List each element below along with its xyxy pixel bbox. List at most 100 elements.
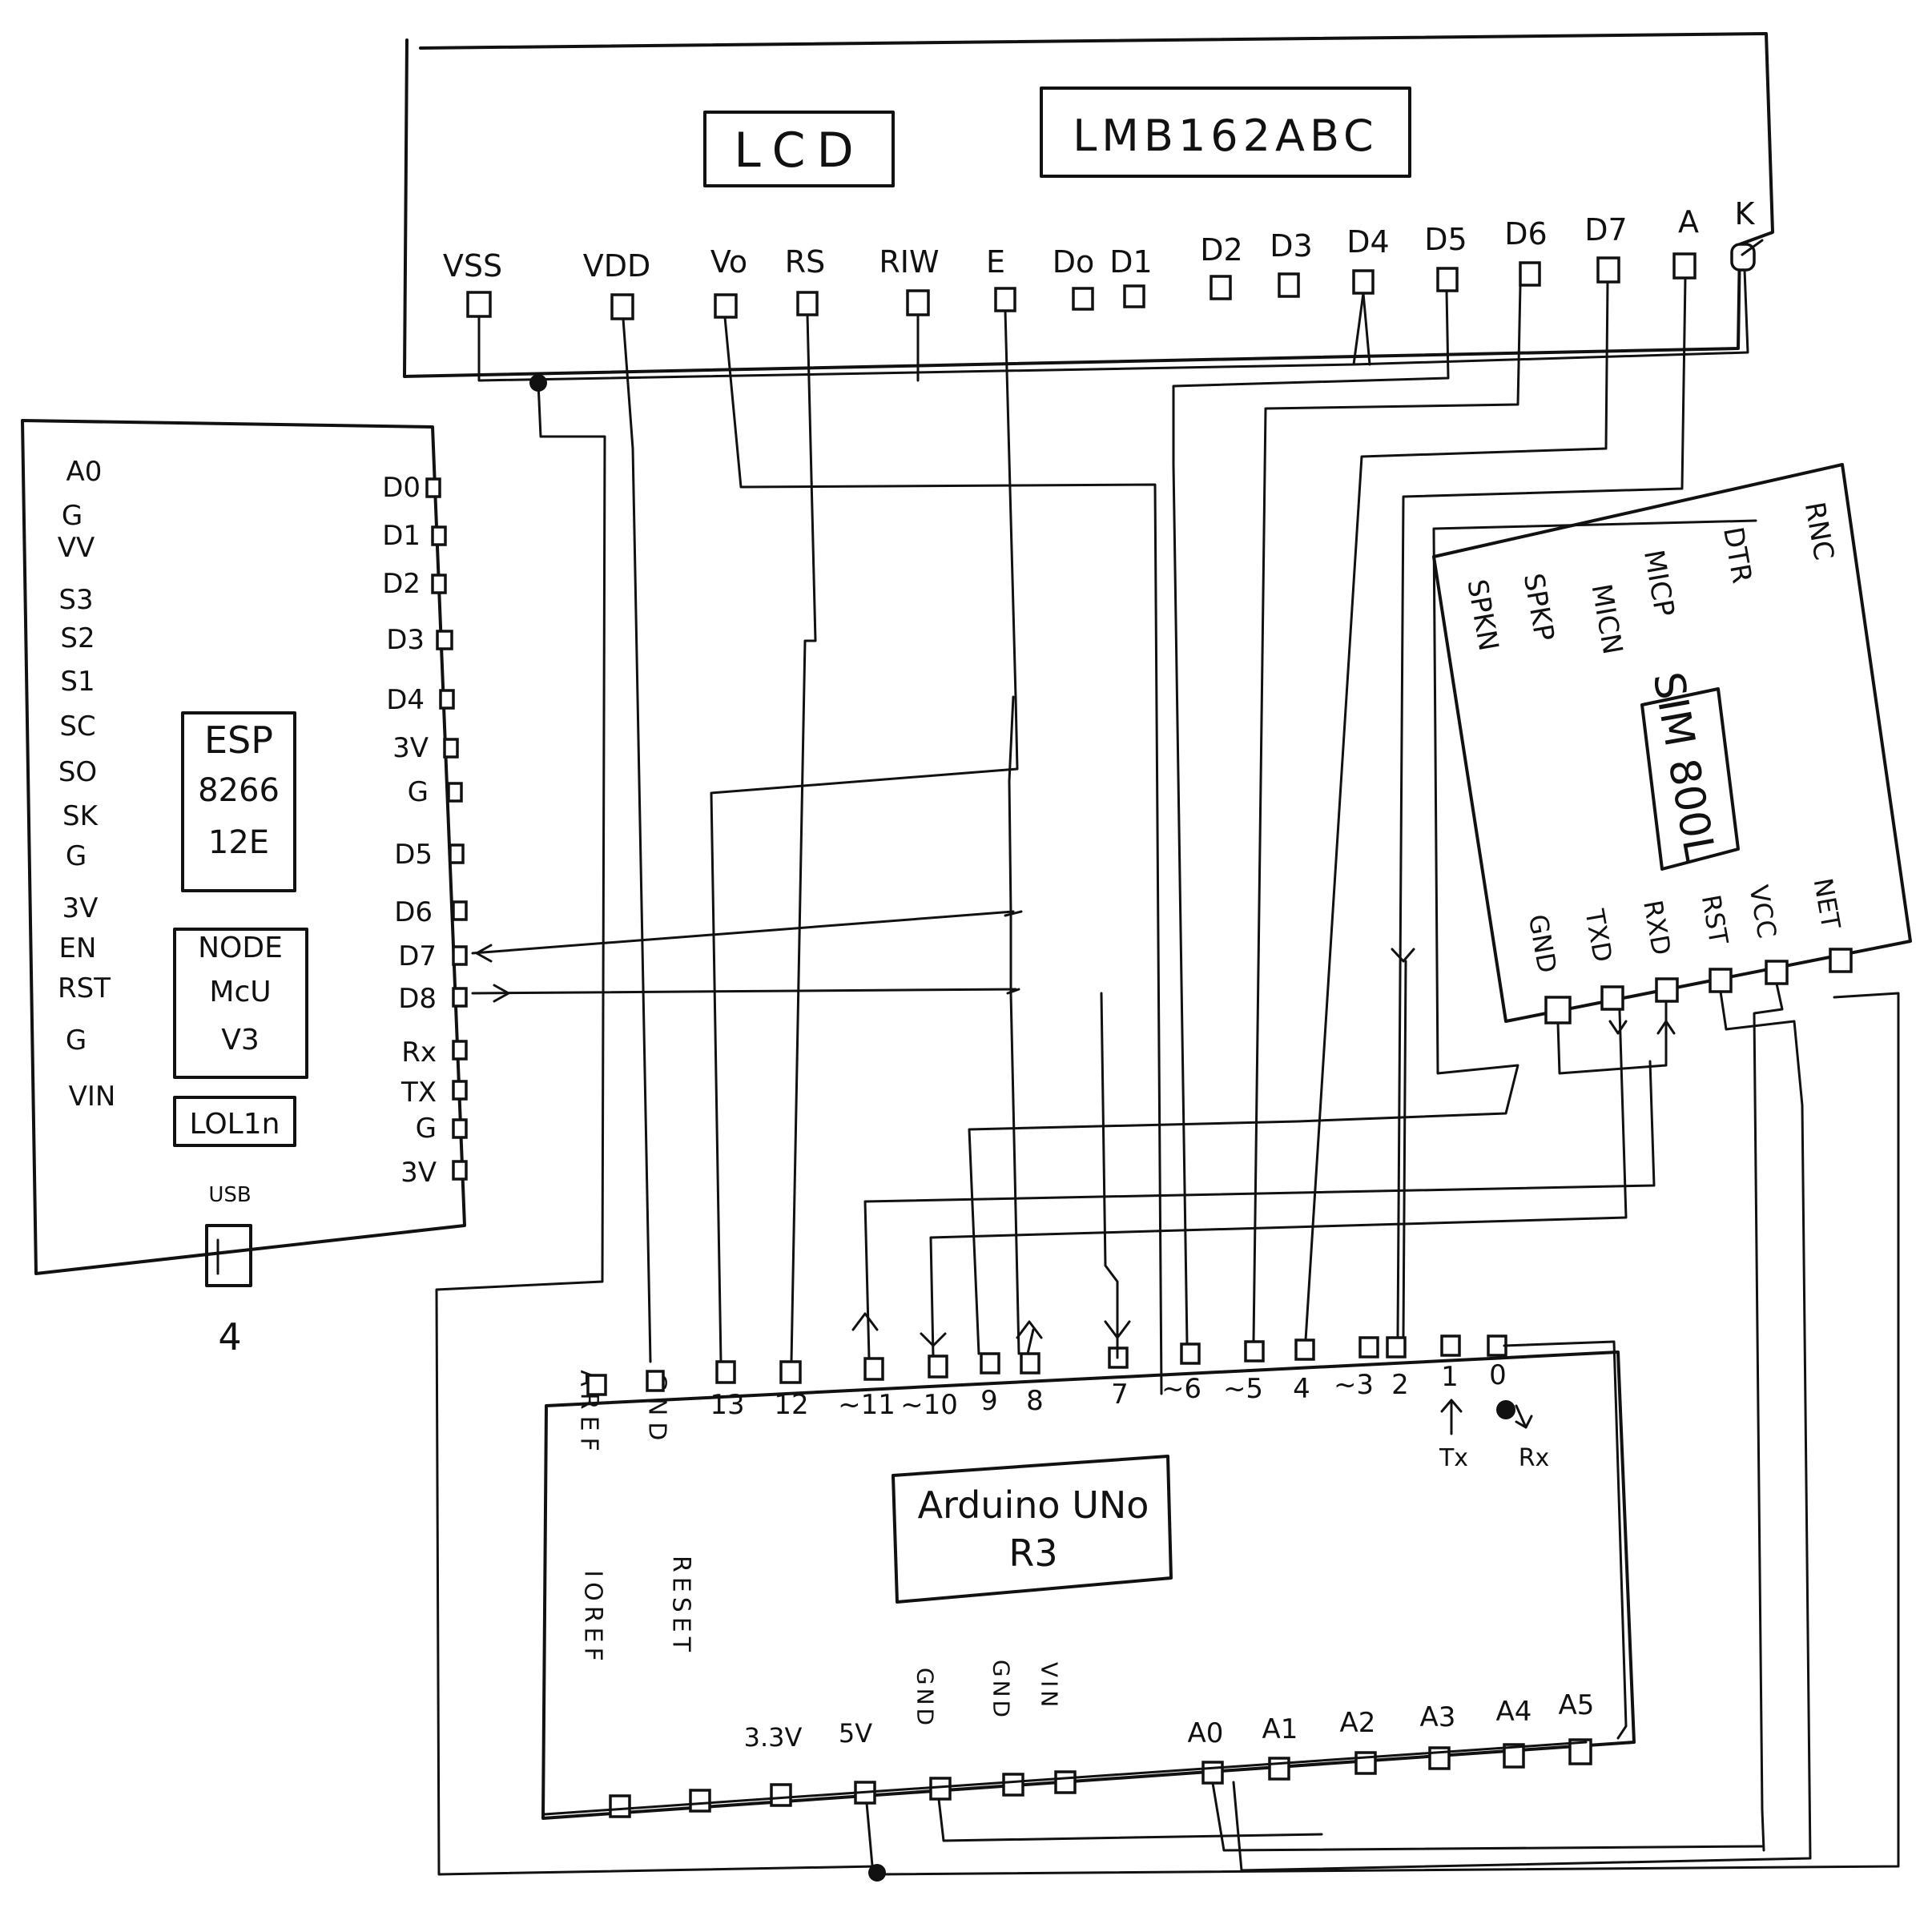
esp-left-pin-g2: G xyxy=(66,840,87,872)
wire-vdd-to-gnd xyxy=(622,317,652,1363)
esp-title-line1: ESP xyxy=(204,718,273,762)
wire-9-to-sim xyxy=(968,519,1757,1355)
esp-left-pin-s2: S2 xyxy=(60,622,95,654)
lcd-pin-label-k: K xyxy=(1735,196,1756,231)
esp-right-pin-d2: D2 xyxy=(382,568,421,600)
lcd-pad-d7 xyxy=(1596,256,1620,284)
esp-right-pin-d6: D6 xyxy=(394,896,433,928)
wire-trunk-to-8 xyxy=(1009,912,1020,1355)
nodemcu-box xyxy=(173,928,308,1079)
sim-body-outline xyxy=(1432,463,1912,1023)
arduino-pad-6 xyxy=(1180,1342,1201,1365)
esp-left-pin-g1: G xyxy=(62,500,83,532)
lcd-pin-label-rs: RS xyxy=(785,244,826,280)
esp-right-pin-d3: D3 xyxy=(386,624,425,656)
sim800l-module: SIM 800L RNC DTR MICP MICN SPKP SPKN NET… xyxy=(1432,463,1912,1024)
arduino-pin-label-a2: A2 xyxy=(1340,1707,1376,1739)
lcd-title: LCD xyxy=(734,123,865,179)
trunk-mark-2 xyxy=(1006,988,1020,995)
esp-pad-d5 xyxy=(449,843,465,864)
arduino-rx-label: Rx xyxy=(1519,1444,1550,1472)
lcd-pad-d1 xyxy=(1123,284,1145,308)
lcd-title-box xyxy=(703,111,895,187)
arduino-pin-label-a5: A5 xyxy=(1559,1689,1595,1721)
lcd-pad-d2 xyxy=(1210,275,1232,300)
sim-top-pin-micn: MICN xyxy=(1584,582,1628,657)
sim-bottom-pin-net: NET xyxy=(1808,875,1847,932)
wire-esp-d7 xyxy=(471,910,1015,955)
arduino-pin-label-vin: VIN xyxy=(1036,1662,1063,1710)
esp-chip-box xyxy=(181,711,296,892)
esp-pad-d8 xyxy=(452,987,468,1008)
sim-txd-arrow-icon xyxy=(1608,1020,1628,1035)
arduino-pin-label-6: ~6 xyxy=(1161,1373,1201,1405)
esp-pad-d6 xyxy=(452,900,468,921)
lcd-pad-d3 xyxy=(1278,272,1300,298)
esp-left-pin-vin: VIN xyxy=(69,1081,116,1113)
arduino-pin-label-a4: A4 xyxy=(1496,1696,1532,1728)
arduino-pad-4 xyxy=(1294,1338,1315,1361)
lcd-pad-d4 xyxy=(1352,269,1375,295)
lcd-pin-label-vss: VSS xyxy=(443,248,502,284)
usb-symbol: 4 xyxy=(218,1315,241,1358)
lcd-pad-d5 xyxy=(1436,267,1459,292)
sim-pad-net xyxy=(1829,948,1853,973)
nodemcu-line1: NODE xyxy=(198,932,283,964)
esp-left-pin-so: SO xyxy=(58,756,97,788)
wire-d7-to-4 xyxy=(1304,280,1609,1342)
esp-pad-tx xyxy=(452,1080,468,1101)
wire-esp-d8 xyxy=(471,988,1017,995)
esp-right-pin-pads xyxy=(425,477,468,1181)
arduino-uno-module: Arduino UNo R3 13 12 ~11 ~10 9 8 7 ~6 ~5… xyxy=(541,1334,1636,1820)
sim-top-pin-dtr: DTR xyxy=(1717,525,1758,586)
rx-junction-dot xyxy=(1496,1400,1515,1419)
arduino-pad-vin xyxy=(1054,1770,1077,1794)
lcd-pad-d0 xyxy=(1072,287,1094,311)
arduino-pad-5 xyxy=(1244,1340,1265,1363)
esp-pad-3v1 xyxy=(443,738,459,759)
tx-arrow-icon xyxy=(1440,1399,1463,1435)
lcd-pin-label-a: A xyxy=(1678,204,1699,239)
usb-label: USB xyxy=(208,1183,251,1207)
arduino-pin-label-4: 4 xyxy=(1293,1373,1310,1405)
esp-d8-arrow-icon xyxy=(493,984,510,1003)
esp-left-pin-en: EN xyxy=(59,932,97,964)
esp-pad-d4 xyxy=(439,689,455,710)
arduino-pin-label-reset: RESET xyxy=(667,1556,695,1656)
lcd-pad-vdd xyxy=(610,293,634,320)
lcd-pin-label-d6: D6 xyxy=(1504,216,1547,252)
esp-pad-d0 xyxy=(425,477,441,498)
arduino-pin-label-3: ~3 xyxy=(1334,1369,1374,1401)
usb-port xyxy=(205,1224,252,1287)
sim-title-box xyxy=(1640,687,1740,871)
lcd-pin-label-rw: RIW xyxy=(879,244,939,280)
esp-pad-d7 xyxy=(452,945,468,966)
esp-left-pin-s3: S3 xyxy=(58,584,93,616)
sim-pad-rxd xyxy=(1655,977,1679,1003)
wire-lcd-ground-bus xyxy=(477,292,1365,382)
sim-bottom-pin-rst: RST xyxy=(1696,892,1734,947)
esp-pad-d2 xyxy=(431,574,447,594)
arduino-pad-2 xyxy=(1386,1336,1407,1358)
esp-title-line2: 8266 xyxy=(198,772,280,809)
esp-right-pin-d0: D0 xyxy=(382,472,421,504)
arduino-pin-label-12: 12 xyxy=(774,1389,808,1421)
lcd-pad-e xyxy=(994,287,1016,312)
wire-0-right xyxy=(1503,1340,1628,1740)
sim-bottom-pin-txd: TXD xyxy=(1579,906,1618,964)
lcd-model: LMB162ABC xyxy=(1073,111,1379,161)
nodemcu-line3: V3 xyxy=(221,1024,260,1057)
arduino-title-line1: Arduino UNo xyxy=(918,1483,1149,1527)
esp-body-outline xyxy=(21,419,466,1275)
arduino-pad-gnd2 xyxy=(1002,1773,1024,1797)
sim-bottom-pin-gnd: GND xyxy=(1523,912,1563,976)
sim-rxd-arrow-icon xyxy=(1656,1020,1676,1035)
wire-ground-to-5v-loop xyxy=(435,381,879,1876)
wire-5v-down xyxy=(865,1801,875,1876)
lcd-pin-label-d3: D3 xyxy=(1270,228,1312,264)
arduino-pad-13 xyxy=(715,1360,736,1384)
wire-d6-to-5 xyxy=(1252,284,1522,1343)
esp-left-pin-g3: G xyxy=(66,1024,87,1057)
arduino-pin-label-gnd2: GND xyxy=(988,1660,1015,1721)
sim-top-pin-micp: MICP xyxy=(1637,547,1680,618)
